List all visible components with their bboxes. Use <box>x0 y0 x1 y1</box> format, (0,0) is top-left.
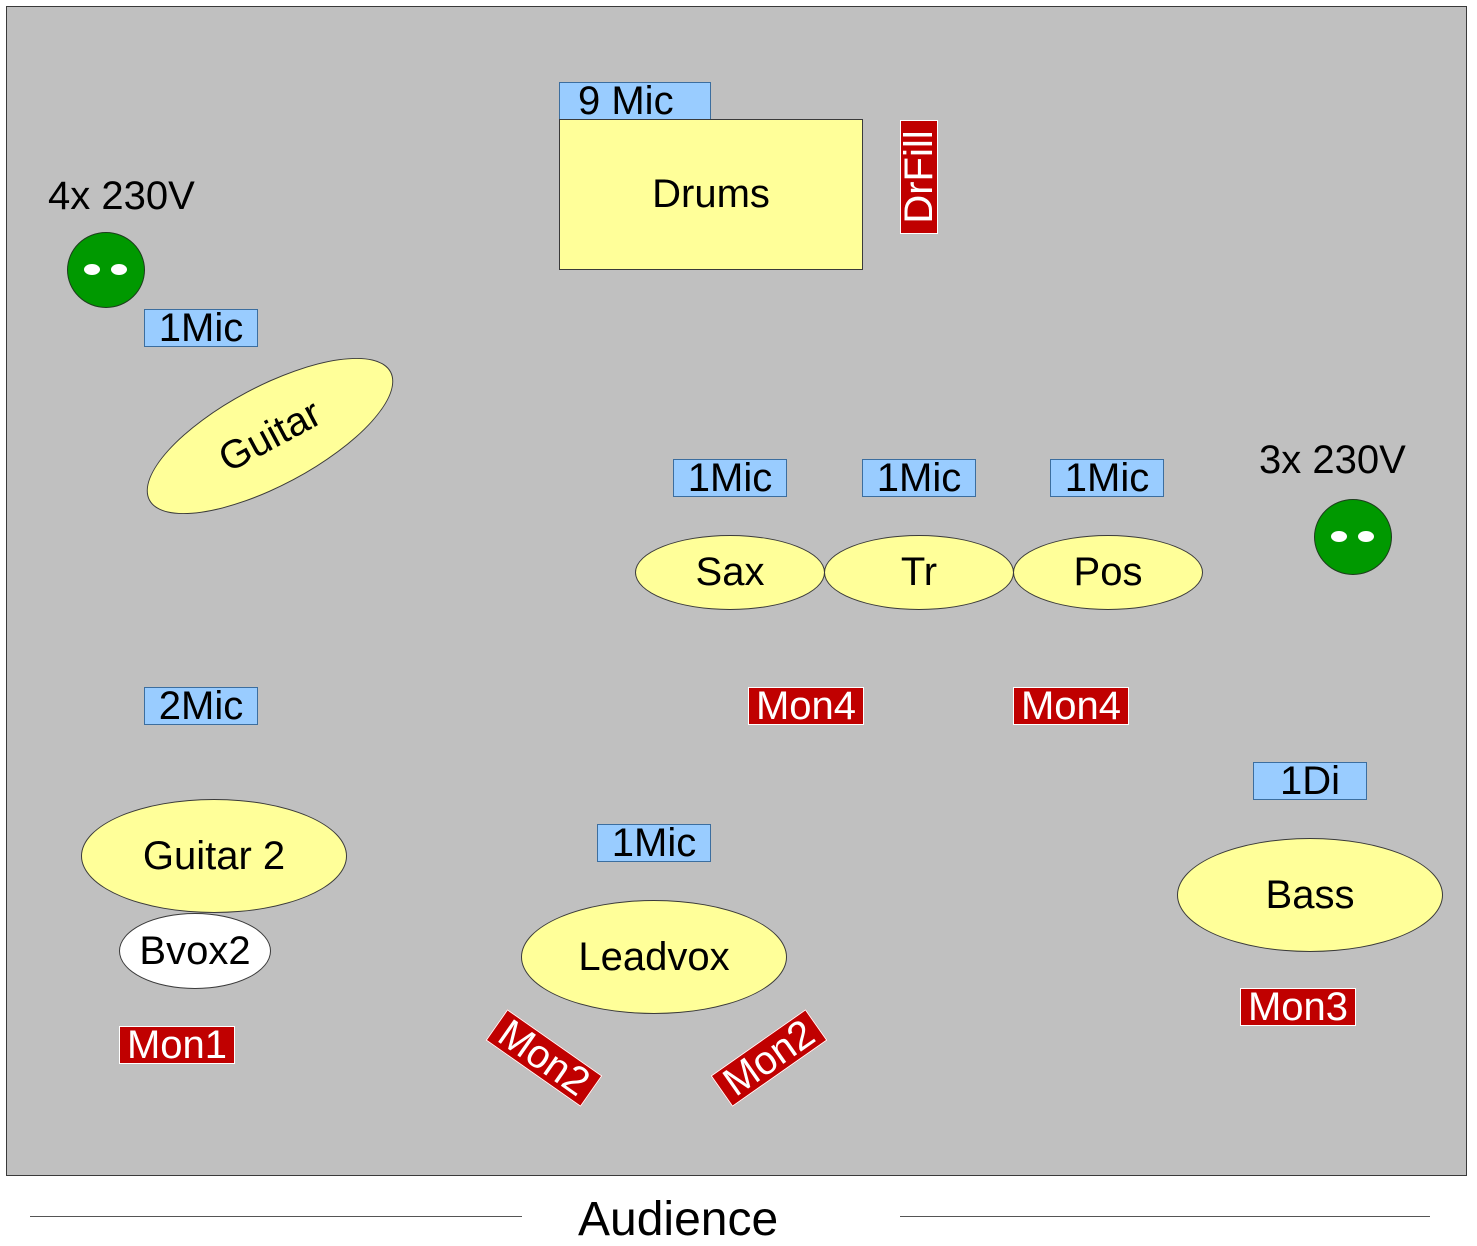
bvox2-label: Bvox2 <box>139 928 251 973</box>
mon1: Mon1 <box>119 1026 235 1064</box>
drums-label: Drums <box>652 172 770 216</box>
drum-fill-label: DrFill <box>900 130 938 224</box>
outlet-hole-icon <box>111 264 127 275</box>
guitar-label: Guitar <box>211 390 329 481</box>
sax-mic-label: 1Mic <box>673 459 787 497</box>
bvox2-position: Bvox2 <box>119 913 271 989</box>
tr-mic-label: 1Mic <box>862 459 976 497</box>
pos-mic-label: 1Mic <box>1050 459 1164 497</box>
drums-riser: Drums <box>559 119 863 270</box>
audience-line-left <box>30 1216 522 1217</box>
outlet-hole-icon <box>1358 531 1374 542</box>
power-outlet-icon <box>67 232 145 308</box>
leadvox-mic-label: 1Mic <box>597 824 711 862</box>
mon4-right: Mon4 <box>1013 687 1129 725</box>
audience-line-right <box>900 1216 1430 1217</box>
guitar2-mic-label: 2Mic <box>144 687 258 725</box>
bass-amp: Bass <box>1177 838 1443 952</box>
guitar-mic-label: 1Mic <box>144 309 258 347</box>
sax-position: Sax <box>635 535 825 610</box>
tr-position: Tr <box>824 535 1014 610</box>
power-label-right: 3x 230V <box>1259 438 1406 482</box>
drums-mic-label: 9 Mic <box>559 82 711 120</box>
outlet-hole-icon <box>1331 531 1347 542</box>
sax-label: Sax <box>695 550 765 594</box>
pos-position: Pos <box>1013 535 1203 610</box>
tr-label: Tr <box>900 550 938 594</box>
mon4-left: Mon4 <box>748 687 864 725</box>
guitar2-amp: Guitar 2 <box>81 799 347 913</box>
leadvox-label: Leadvox <box>578 934 730 979</box>
drum-fill-monitor: DrFill <box>900 120 938 234</box>
pos-label: Pos <box>1073 550 1143 594</box>
leadvox-position: Leadvox <box>521 900 787 1014</box>
bass-label: Bass <box>1265 872 1355 917</box>
power-label-left: 4x 230V <box>48 174 195 218</box>
outlet-hole-icon <box>84 264 100 275</box>
power-outlet-icon <box>1314 499 1392 575</box>
mon3: Mon3 <box>1240 988 1356 1026</box>
bass-di-label: 1Di <box>1253 762 1367 800</box>
guitar2-label: Guitar 2 <box>142 833 286 878</box>
audience-label: Audience <box>578 1193 779 1246</box>
